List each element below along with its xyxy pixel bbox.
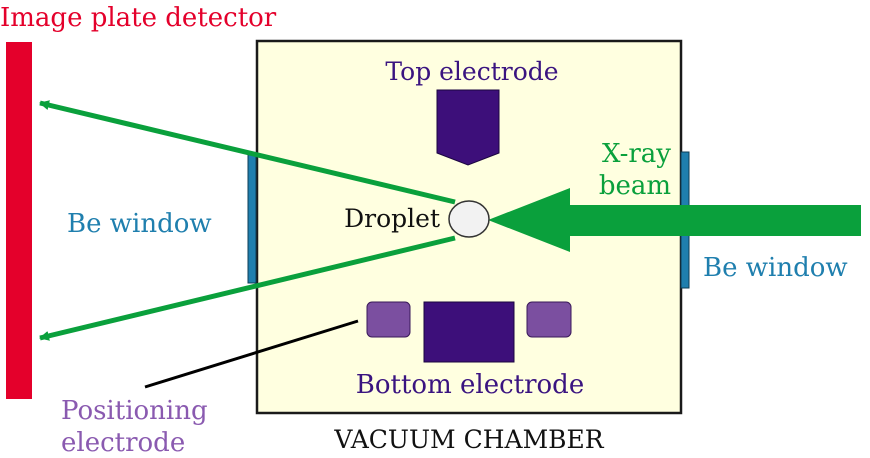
positioning-label-line2: electrode bbox=[61, 428, 185, 458]
xray-label-line1: X-ray bbox=[602, 139, 671, 169]
positioning-electrode-left bbox=[366, 301, 411, 338]
xray-beam-arrow bbox=[488, 188, 861, 252]
positioning-pointer-line bbox=[144, 319, 359, 389]
droplet bbox=[448, 200, 490, 238]
scattered-beam-lower bbox=[39, 235, 456, 341]
bottom-electrode bbox=[423, 301, 515, 363]
be-window-right-label: Be window bbox=[703, 253, 848, 283]
top-electrode bbox=[436, 89, 500, 166]
be-window-left-plate bbox=[247, 154, 257, 284]
scattered-beam-upper bbox=[39, 100, 456, 205]
be-window-left-label: Be window bbox=[67, 209, 212, 239]
bottom-electrode-label: Bottom electrode bbox=[356, 370, 584, 400]
detector-label: Image plate detector bbox=[0, 3, 277, 33]
positioning-label-line1: Positioning bbox=[61, 396, 208, 426]
chamber-label: VACUUM CHAMBER bbox=[333, 425, 604, 454]
image-plate-detector bbox=[6, 42, 32, 399]
droplet-label: Droplet bbox=[344, 204, 440, 233]
positioning-electrode-right bbox=[526, 301, 572, 338]
top-electrode-label: Top electrode bbox=[385, 57, 558, 86]
xray-label-line2: beam bbox=[599, 171, 671, 201]
